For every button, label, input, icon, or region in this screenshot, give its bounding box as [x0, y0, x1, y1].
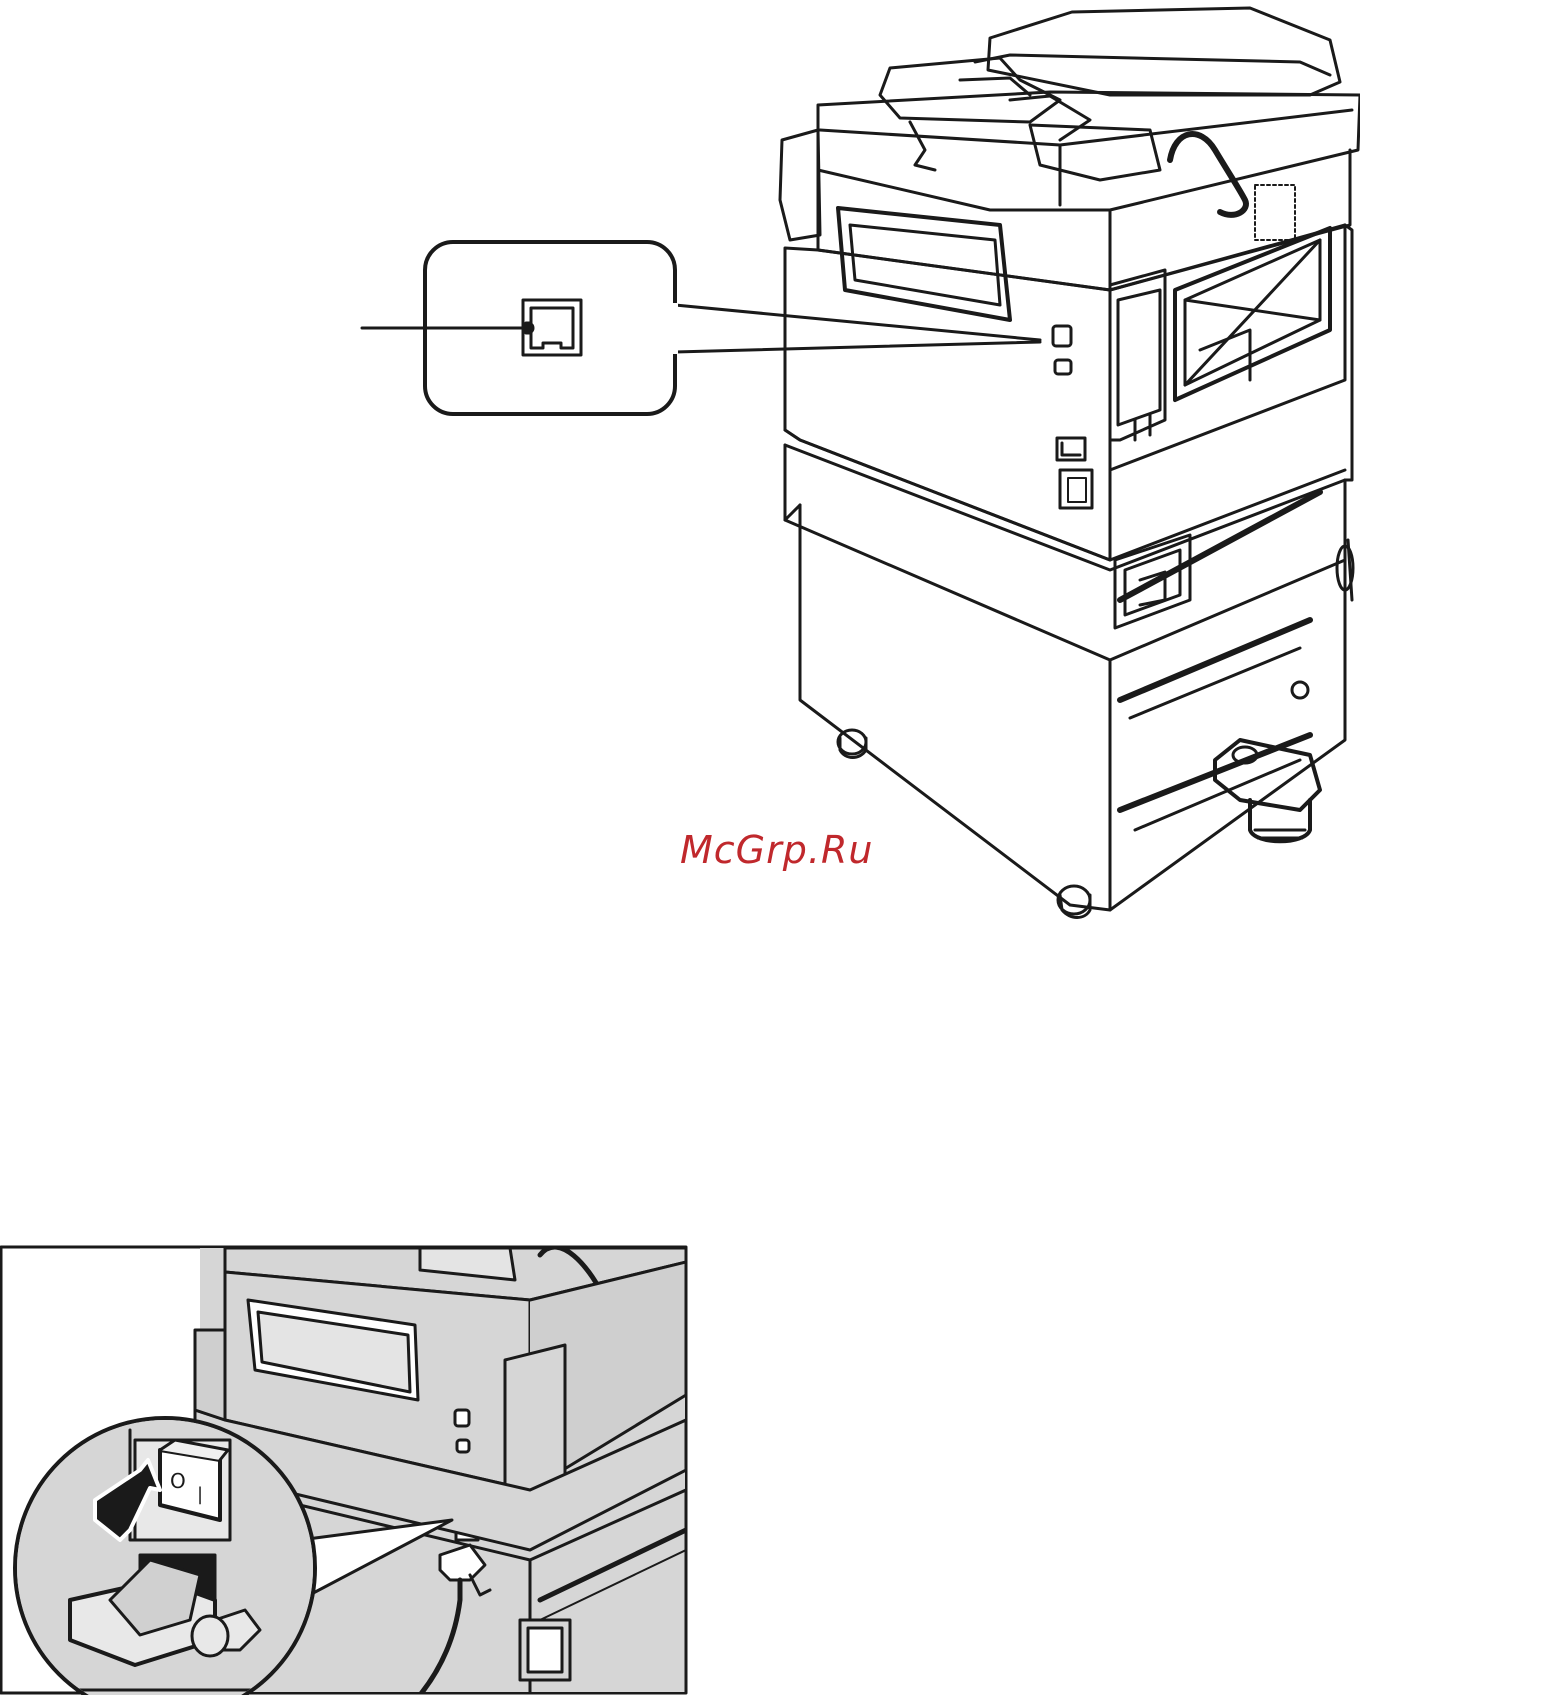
watermark-text: McGrp.Ru: [680, 828, 873, 872]
rear-network-port: [1053, 326, 1071, 346]
printer-rear-illustration: [340, 0, 1360, 930]
switch-on-symbol: |: [197, 1484, 203, 1505]
callout-wedge: [675, 305, 1040, 352]
power-rocker-switch: O |: [160, 1440, 228, 1520]
power-switch-illustration: O |: [0, 1245, 688, 1695]
printer-machine-drawing: [780, 8, 1360, 918]
switch-off-symbol: O: [170, 1469, 186, 1493]
